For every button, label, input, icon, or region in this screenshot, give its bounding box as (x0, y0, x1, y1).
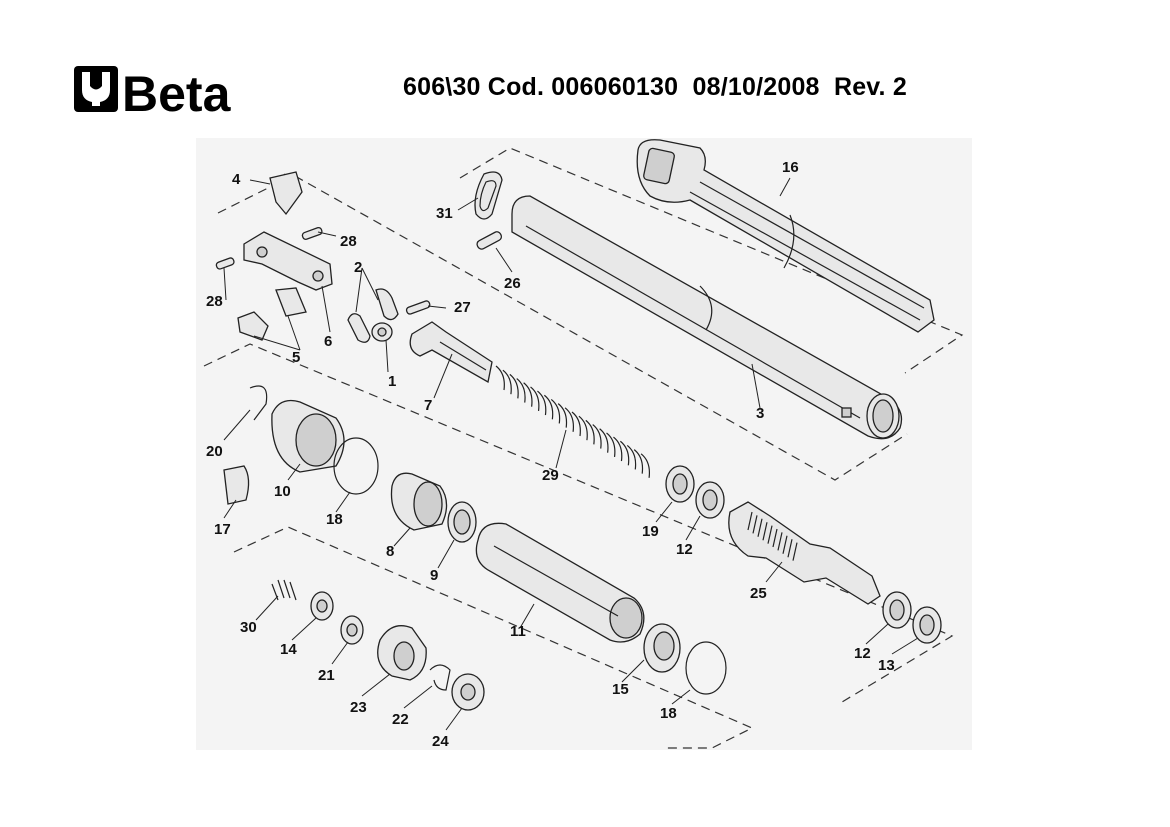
part-label-7: 7 (424, 397, 432, 414)
part-6 (243, 231, 333, 291)
part-label-4: 4 (232, 171, 241, 188)
part-label-29: 29 (542, 467, 559, 484)
part-8 (390, 472, 448, 531)
part-11 (475, 522, 645, 643)
part-30 (271, 579, 297, 601)
part-13 (912, 606, 942, 644)
pin-27-part (405, 300, 431, 315)
part-7 (409, 321, 493, 384)
part-21 (340, 615, 364, 645)
part-label-13: 13 (878, 657, 895, 674)
part-label-25: 25 (750, 585, 767, 602)
wrench-logo-icon (74, 66, 118, 112)
part-label-3: 3 (756, 405, 764, 422)
pin-26-part (476, 231, 503, 250)
part-24 (451, 673, 485, 711)
leader-lines (223, 177, 919, 731)
part-label-10: 10 (274, 483, 291, 500)
part-1 (371, 322, 393, 342)
part-label-1: 1 (388, 373, 396, 390)
part-2 (347, 288, 399, 343)
part-23 (377, 625, 427, 681)
brand-wordmark: Beta (122, 66, 232, 114)
part-20 (249, 385, 268, 421)
tube-part (511, 195, 903, 440)
part-4 (269, 171, 303, 216)
part-label-12-upper: 12 (676, 541, 693, 558)
part-label-24: 24 (432, 733, 449, 750)
part-25 (728, 501, 881, 605)
part-label-22: 22 (392, 711, 409, 728)
handle-part (636, 139, 935, 333)
part-label-31: 31 (436, 205, 453, 222)
part-label-18-lower: 18 (660, 705, 677, 722)
part-label-28-upper: 28 (340, 233, 357, 250)
part-19 (665, 465, 695, 503)
part-15 (643, 623, 681, 673)
part-label-11: 11 (510, 623, 526, 640)
middle-assembly-outline (203, 343, 954, 703)
part-label-16: 16 (782, 159, 799, 176)
part-18-upper (333, 437, 379, 495)
part-label-19: 19 (642, 523, 659, 540)
part-18-lower (685, 641, 727, 695)
part-label-18-upper: 18 (326, 511, 343, 528)
pin-28-parts (215, 226, 323, 270)
part-10 (271, 399, 345, 473)
beta-logo: Beta (74, 66, 232, 114)
upper-assembly-outline (294, 175, 908, 481)
part-12-upper (695, 481, 725, 519)
part-label-15: 15 (612, 681, 629, 698)
part-29 (495, 365, 651, 478)
part-label-6: 6 (324, 333, 332, 350)
part-label-9: 9 (430, 567, 438, 584)
part-22 (429, 664, 451, 691)
part-label-28-lower: 28 (206, 293, 223, 310)
part-label-27: 27 (454, 299, 471, 316)
part-9 (447, 501, 477, 543)
ring-31-part (474, 171, 503, 220)
part-label-23: 23 (350, 699, 367, 716)
part-12-lower (882, 591, 912, 629)
part-label-12-lower: 12 (854, 645, 871, 662)
part-label-26: 26 (504, 275, 521, 292)
part-14 (310, 591, 334, 621)
part-label-30: 30 (240, 619, 257, 636)
handle-assembly-outline (459, 147, 964, 374)
part-label-8: 8 (386, 543, 394, 560)
part-label-14: 14 (280, 641, 297, 658)
part-5 (237, 287, 307, 341)
part-label-20: 20 (206, 443, 223, 460)
part-label-17: 17 (214, 521, 231, 538)
part-label-5: 5 (292, 349, 300, 366)
part-number-labels: 1 2 3 4 5 6 7 8 9 10 11 12 12 13 14 15 1… (206, 159, 895, 750)
document-header-title: 606\30 Cod. 006060130 08/10/2008 Rev. 2 (403, 73, 907, 101)
part-label-2: 2 (354, 259, 362, 276)
part-17 (223, 465, 250, 505)
part-label-21: 21 (318, 667, 335, 684)
